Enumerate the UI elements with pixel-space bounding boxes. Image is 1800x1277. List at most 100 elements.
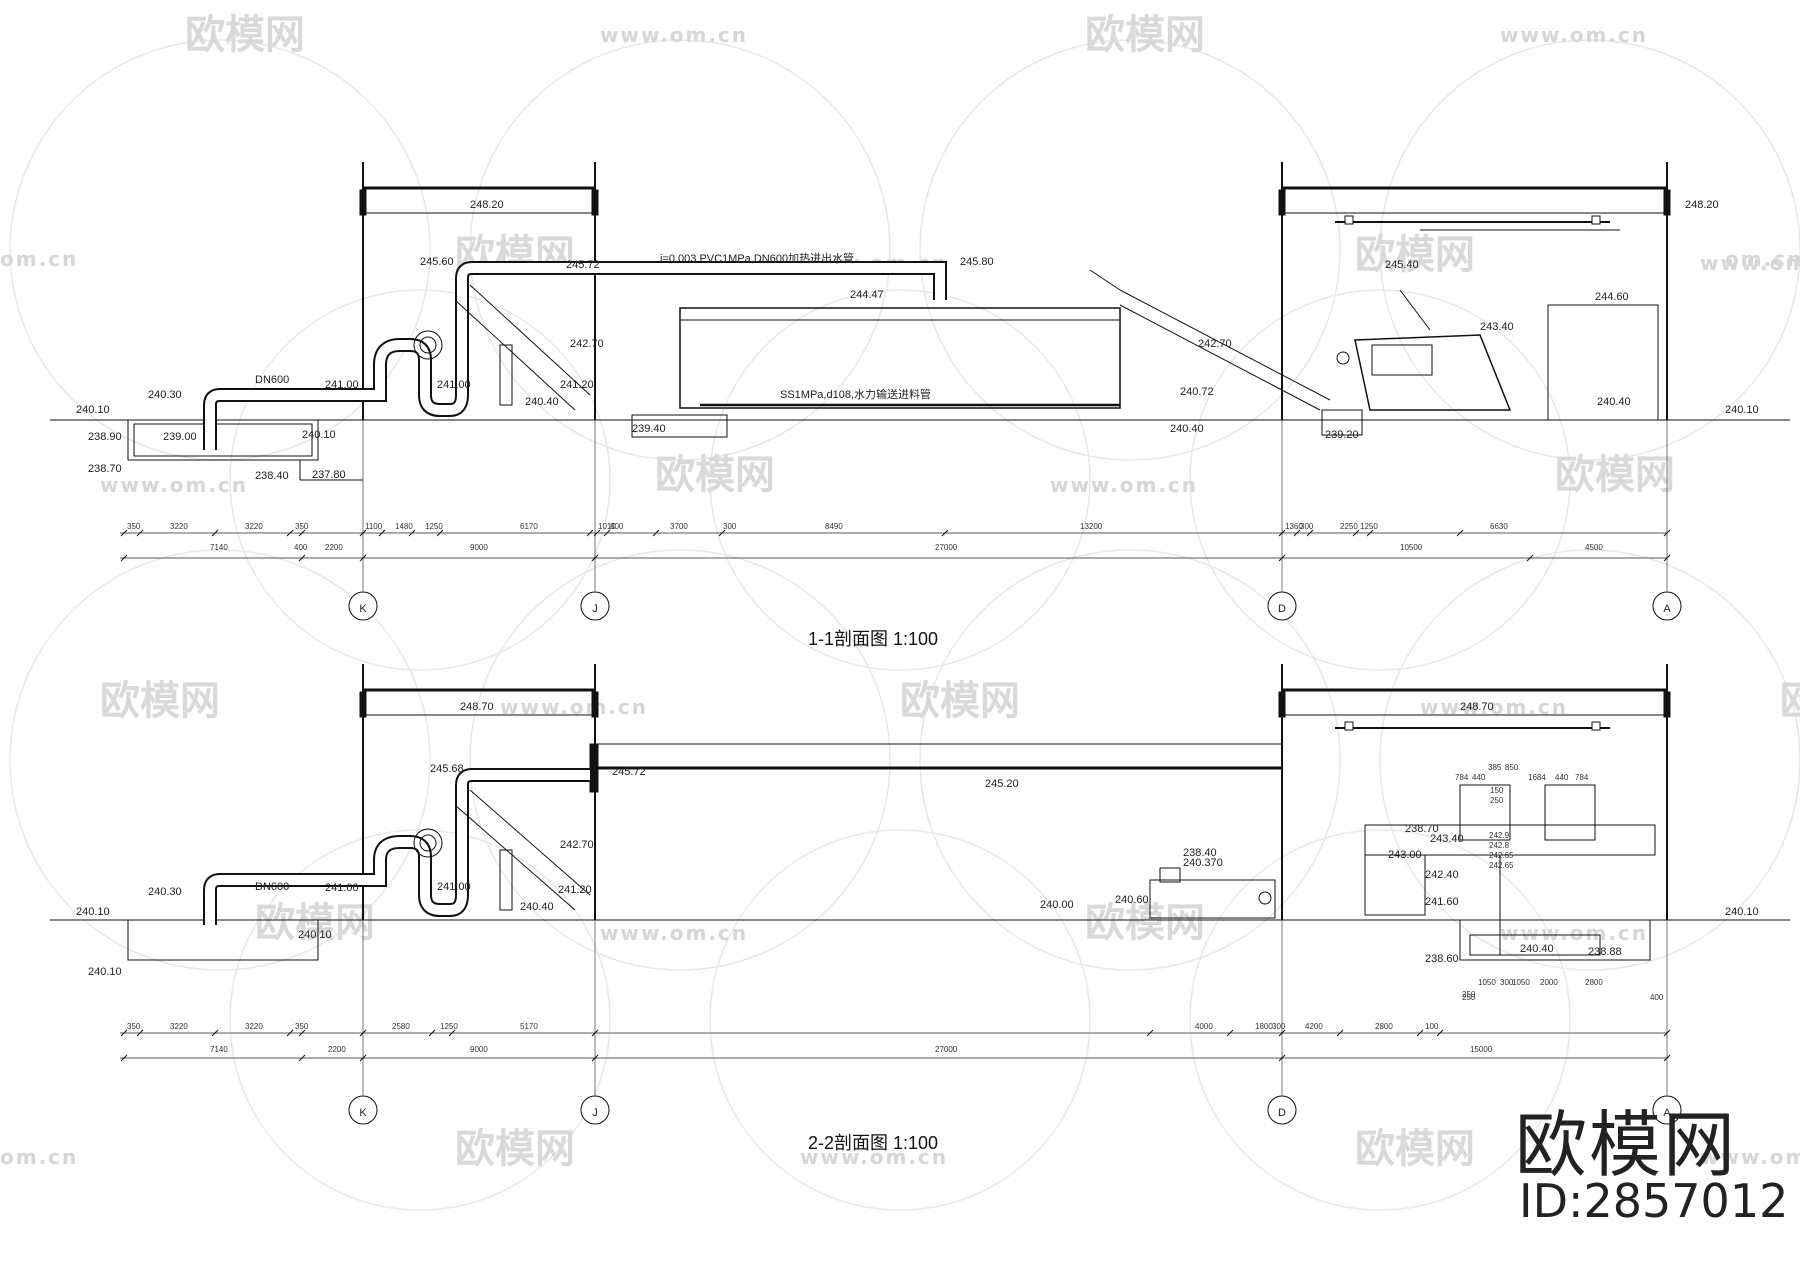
dimension-tick	[1436, 1029, 1444, 1037]
s1-dim-top-13: 13200	[1080, 522, 1103, 531]
s2-dim-top-1: 3220	[170, 1022, 188, 1031]
s1-elevation-12: 241.00	[437, 379, 471, 391]
s2-equip-dim-6: 1684	[1528, 773, 1546, 782]
s1-dim-top-5: 1480	[395, 522, 413, 531]
s2-dim-bottom-4: 15000	[1470, 1045, 1493, 1054]
watermark-pattern	[9, 39, 1800, 1211]
s1-elevation-25: 238.70	[88, 463, 122, 475]
watermark-url-4: www.om.cn	[100, 473, 248, 497]
section-2-2	[50, 664, 1790, 961]
section-1-title: 1-1剖面图	[808, 629, 888, 649]
s2-axis-1: J	[592, 1107, 598, 1119]
s2-equip-dim-2: 385	[1488, 763, 1502, 772]
s2-equip-dim-5: 250	[1490, 796, 1504, 805]
s1-dim-bottom-3: 9000	[470, 543, 488, 552]
s2-elevation-12: 240.10	[298, 929, 332, 941]
s1-axis-2: D	[1278, 603, 1286, 615]
dimension-tick	[1226, 1029, 1234, 1037]
s2-dim-top-8: 1800	[1255, 1022, 1273, 1031]
s2-equip-dim-7: 440	[1555, 773, 1569, 782]
s2-elevation-5: 242.70	[560, 839, 594, 851]
s2-elevation-6: 241.20	[558, 884, 592, 896]
s2-elevation-16: 243.40	[1430, 833, 1464, 845]
dimension-tick	[359, 529, 367, 537]
s1-dim-top-7: 6170	[520, 522, 538, 531]
s1-elevation-20: 240.10	[1725, 404, 1759, 416]
s2-elevation-0: 248.70	[1460, 701, 1494, 713]
s1-dim-top-15: 300	[1300, 522, 1314, 531]
s2-equip-dim-4: 150	[1490, 786, 1504, 795]
s2-dim-top-11: 100	[1425, 1022, 1439, 1031]
dimension-tick	[359, 1054, 367, 1062]
s2-elevation-13: 240.10	[1725, 906, 1759, 918]
s2-dim-small-5: 250	[1462, 990, 1476, 999]
s1-pipe-dn600: DN600	[255, 374, 289, 386]
s1-dim-top-0: 350	[127, 522, 141, 531]
dimension-tick	[120, 554, 128, 562]
s2-elevation-22: 240.40	[1520, 943, 1554, 955]
watermark-text-layer: 欧模网欧模网欧模网欧模网欧模网欧模网欧模网欧模网欧模网欧模网欧模网欧模网欧模网w…	[0, 12, 1800, 1172]
s2-elevation-25: 238.40	[1183, 847, 1217, 859]
watermark-brand-12: 欧模网	[1355, 1126, 1475, 1172]
dimension-tick	[120, 1054, 128, 1062]
s1-dim-top-12: 8490	[825, 522, 843, 531]
watermark-url-0: www.om.cn	[600, 23, 748, 47]
s2-elevation-18: 242.40	[1425, 869, 1459, 881]
s1-elevation-11: 241.00	[325, 379, 359, 391]
dimension-tick	[652, 529, 660, 537]
dimension-tick	[136, 1029, 144, 1037]
s2-equip-dim-3: 850	[1505, 763, 1519, 772]
s2-equip-dim-0: 784	[1455, 773, 1469, 782]
s2-elevation-7: 241.00	[325, 882, 359, 894]
dimension-tick	[211, 1029, 219, 1037]
s1-dim-top-18: 6630	[1490, 522, 1508, 531]
dimension-tick	[408, 529, 416, 537]
s2-dim-small-7: 400	[1650, 993, 1664, 1002]
s2-elevation-17: 243.00	[1388, 849, 1422, 861]
s1-elevation-7: 243.40	[1480, 321, 1514, 333]
s2-elevation-19: 241.60	[1425, 896, 1459, 908]
section-2-title: 2-2剖面图	[808, 1133, 888, 1153]
dimension-tick	[1278, 529, 1286, 537]
brand-block: 欧模网 ID:2857012	[1515, 1086, 1795, 1266]
s2-equip-dim-8: 784	[1575, 773, 1589, 782]
section-1-scale: 1:100	[893, 629, 938, 649]
s1-dim-bottom-6: 4500	[1585, 543, 1603, 552]
dimension-tick	[436, 529, 444, 537]
s1-dim-top-14: 1360	[1285, 522, 1303, 531]
dimension-tick	[1663, 1054, 1671, 1062]
dimension-tick	[136, 529, 144, 537]
s2-dim-top-3: 350	[295, 1022, 309, 1031]
watermark-url-9: www.om.cn	[1500, 921, 1648, 945]
watermark-brand-7: 欧模网	[900, 678, 1020, 724]
brand-id-text: ID:2857012	[1519, 1174, 1789, 1228]
watermark-url-3: www.om.cn	[1700, 251, 1800, 275]
s1-dim-top-16: 2250	[1340, 522, 1358, 531]
s1-elevation-16: 240.40	[1597, 396, 1631, 408]
s1-elevation-19: 240.10	[302, 429, 336, 441]
s1-elevation-4: 245.80	[960, 256, 994, 268]
s2-dim-small-2: 1050	[1512, 978, 1530, 987]
s2-elevation-2: 245.68	[430, 763, 464, 775]
s1-elevation-22: 239.40	[632, 423, 666, 435]
dimension-tick	[586, 529, 594, 537]
s2-dim-small-3: 2000	[1540, 978, 1558, 987]
watermark-edge-1: om.cn	[0, 1145, 78, 1169]
s1-dim-bottom-4: 27000	[935, 543, 958, 552]
s2-dim-top-2: 3220	[245, 1022, 263, 1031]
s1-elevation-3: 245.60	[420, 256, 454, 268]
s2-dim-top-7: 4000	[1195, 1022, 1213, 1031]
dimension-tick	[1278, 554, 1286, 562]
dimension-tick	[1456, 529, 1464, 537]
s2-elevation-8: 241.00	[437, 881, 471, 893]
s2-dim-small-0: 1050	[1478, 978, 1496, 987]
s1-elevation-5: 244.47	[850, 289, 884, 301]
s1-pipe-ss: SS1MPa,d108,水力输送进料管	[780, 387, 931, 401]
s2-dim-bottom-0: 7140	[210, 1045, 228, 1054]
s2-dim-top-9: 4200	[1305, 1022, 1323, 1031]
dimension-tick	[298, 529, 306, 537]
s2-elevation-3: 245.72	[612, 766, 646, 778]
s1-elevation-21: 239.00	[163, 431, 197, 443]
